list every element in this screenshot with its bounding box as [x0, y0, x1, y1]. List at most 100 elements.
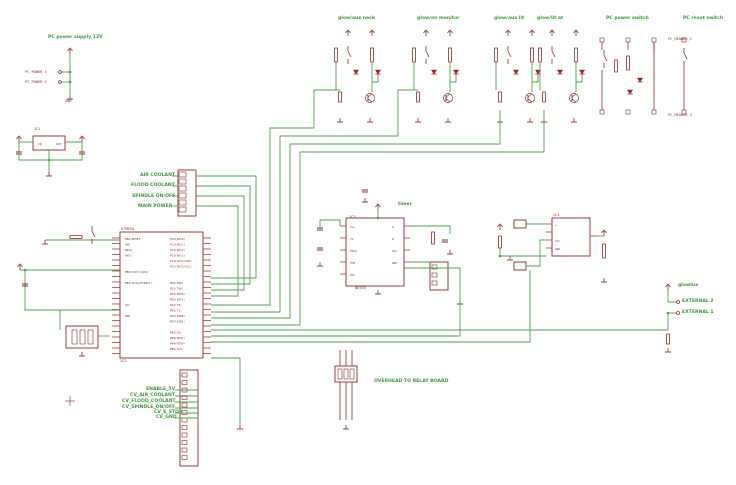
- pc-header-label: PC_HEADER_3: [668, 113, 692, 117]
- relay-header-pin: [181, 402, 188, 408]
- net-flood-coolant: FLOOD COOLANT: [131, 183, 175, 188]
- main-power-route: [196, 205, 239, 297]
- glowlux-resistor-2: [494, 47, 498, 63]
- mcu-right-pin-text: PC3(ADC3): [170, 254, 185, 258]
- glowlux-2-control: [211, 89, 418, 313]
- glowlux-led-wire-1: [450, 74, 457, 83]
- pc-switch-resistor: [626, 55, 630, 71]
- net-enable-5v: ENABLE_5V: [146, 387, 176, 392]
- external-resistor: [666, 333, 670, 345]
- comparator-jumper-2: [513, 261, 527, 271]
- transistor-c: [527, 93, 533, 98]
- glowlux-led-wire-2: [532, 74, 539, 83]
- comparator-pin-text: GND: [555, 247, 560, 251]
- junction-dot: [498, 254, 502, 258]
- mcu-left-pin-text: PB0(ICP1/CLKO): [125, 270, 149, 274]
- glowlux-led-0: [352, 69, 360, 75]
- glowlux-led-wire-0: [372, 74, 379, 83]
- timer-resistor: [431, 231, 435, 245]
- ic1-vcc: [16, 135, 22, 140]
- ic1-out-text: OUT: [56, 142, 62, 146]
- comparator-pin-text: VCC: [555, 239, 560, 243]
- mcu-right-pin-text: PD3(INT1): [170, 298, 185, 302]
- pc-header-2-label: PC_HEADER_2: [668, 37, 692, 41]
- glowlux-3-control: [211, 110, 501, 319]
- glowlux-4-title: glow/lit at: [537, 16, 564, 21]
- pc-switch-led-b: [626, 89, 634, 95]
- glowlux-base-resistor-2: [498, 91, 502, 103]
- mcu-left-pin-text: GND: [125, 243, 130, 247]
- mcu-right-pin-text: PB3(MOSI): [170, 336, 185, 340]
- mcu-decoupling-wire: [24, 270, 120, 311]
- mcu-right-pin-text: PD4(T0): [170, 303, 182, 307]
- transistor-e: [527, 98, 533, 103]
- mcu-left-pin-text: PB1(OC1A/PCINT1): [125, 281, 152, 285]
- timer-header-body: [429, 261, 449, 291]
- net-external-2: EXTERNAL 2: [682, 299, 714, 304]
- glowlux-resistor-3: [538, 47, 542, 63]
- glowlux-base-resistor-3: [542, 91, 546, 103]
- timer-chip-name: NE555: [355, 286, 366, 290]
- mcu-right-pin-text: PD2(INT0): [170, 292, 185, 296]
- pc-power-2-label: PC_POWER 2: [25, 80, 47, 84]
- timer-header-pin: [431, 280, 438, 286]
- glowlux-vcc-b-2: [529, 29, 535, 34]
- ic1-gnd-rail: [18, 142, 83, 161]
- coolant-header-pin: [178, 199, 187, 206]
- ic1-in-text: IN: [38, 142, 42, 146]
- pc-sw-top-pin-0: [599, 37, 605, 43]
- timer-reset-wire: [404, 267, 461, 300]
- mcu-right-pin-text: PC5(ADC5/SCL): [170, 265, 192, 269]
- glowlux-1-control: [211, 89, 340, 306]
- glowlux-resistor-b-3: [574, 47, 578, 63]
- glowlux-vcc-3: [549, 29, 555, 34]
- comparator-link-wire: [211, 270, 531, 343]
- glowlux-resistor-b-1: [448, 47, 452, 63]
- ic1-label: IC1: [34, 127, 41, 131]
- programming-header-pin: [87, 329, 94, 345]
- mcu-body: [119, 231, 204, 359]
- glowlux-vcc-b-0: [369, 29, 375, 34]
- relay-header-pin: [181, 417, 188, 423]
- mcu-right-pin-text: PD1(TXD): [170, 287, 184, 291]
- relay-header-pin: [181, 447, 188, 453]
- glowlux-led-1: [430, 69, 438, 75]
- pc-sw-top-pin-1: [625, 37, 631, 43]
- relay-return-wire: [211, 357, 241, 425]
- timer-pin-text: THR: [350, 261, 355, 265]
- junction-dot: [666, 311, 670, 315]
- pc-power-vcc: [67, 47, 73, 52]
- mcu-left-pin-text: AVCC: [125, 254, 132, 258]
- comparator-in-wire: [499, 248, 546, 257]
- glowlux-switch-2: [507, 50, 512, 58]
- mcu-reset-resistor: [69, 235, 83, 239]
- relay-header-pin: [181, 432, 188, 438]
- relay-header-pin: [181, 440, 188, 445]
- comparator-pin-text: +: [555, 223, 557, 227]
- ic1-out-vcc: [79, 135, 85, 140]
- ic2-label: IC2: [120, 359, 127, 363]
- coolant-header-pin: [178, 185, 187, 192]
- timer-pin-text: VCC: [392, 249, 397, 253]
- glowlux-2-title: glow/on monitor: [417, 16, 460, 21]
- junction-dot: [376, 216, 380, 220]
- timer-out-wire: [410, 225, 451, 234]
- timer-body: [345, 217, 405, 287]
- pc-reset-switch: [683, 52, 688, 60]
- mcu-right-pin-text: PB2(SS): [170, 331, 182, 335]
- net-cv-spindle: CV_SPINDLE_ON/OFF: [122, 405, 176, 410]
- net-external-1: EXTERNAL 1: [682, 310, 714, 315]
- comparator-out-vcc: [601, 229, 607, 234]
- pc-switch-resistor-b: [614, 59, 618, 73]
- pc-power-2-pad: [58, 80, 62, 84]
- glowlux-led-b-3: [578, 69, 586, 75]
- timer-pin-text: DIS: [350, 273, 355, 277]
- transistor-c: [571, 93, 577, 98]
- glowlux-resistor-b-0: [370, 47, 374, 63]
- glowlux-resistor-0: [334, 47, 338, 63]
- relay-header-pin: [181, 372, 188, 378]
- pc-switch-1: [603, 54, 608, 62]
- glowlux-1-title: glow/aux neck: [338, 16, 376, 21]
- net-cv-estop: CV_E_STOP: [154, 410, 183, 415]
